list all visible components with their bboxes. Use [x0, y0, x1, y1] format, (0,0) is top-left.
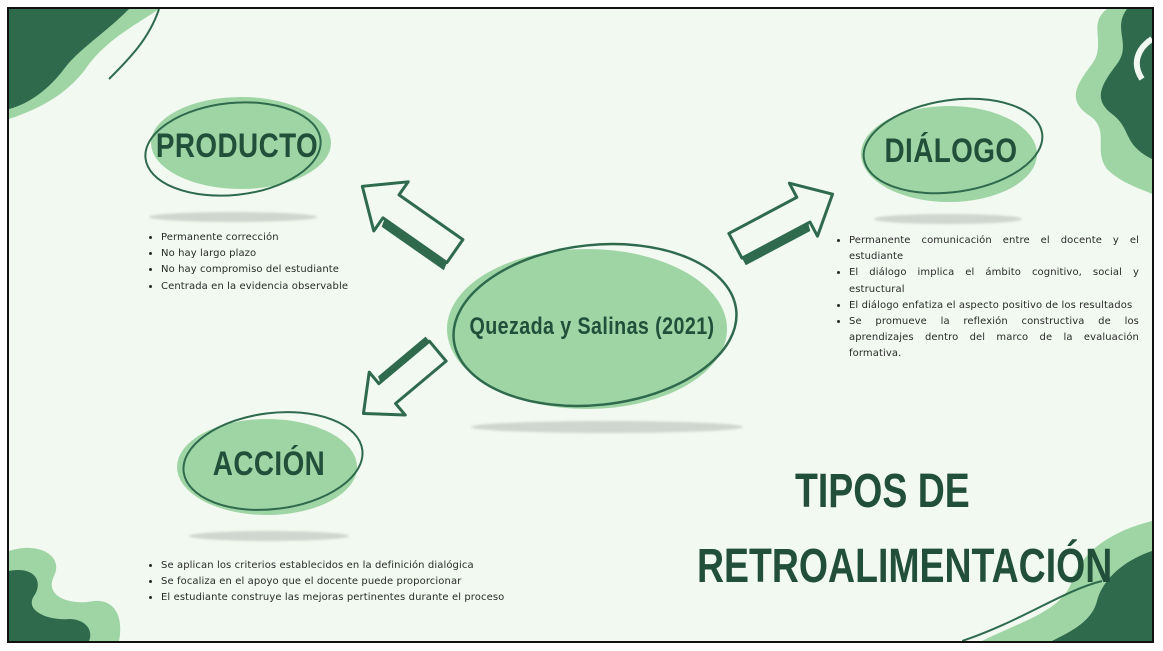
title-line-1: TIPOS DE — [795, 465, 970, 518]
accion-ellipse — [177, 411, 364, 515]
dialogo-shadow — [874, 214, 1022, 224]
producto-node: PRODUCTO — [137, 91, 337, 201]
dialogo-node: DIÁLOGO — [851, 94, 1051, 209]
producto-ellipse — [144, 97, 331, 197]
center-node: Quezada y Salinas (2021) — [437, 237, 747, 417]
accion-item: Se focaliza en el apoyo que el docente p… — [161, 574, 561, 590]
center-ellipse — [447, 242, 738, 409]
dialogo-list: Permanente comunicación entre el docente… — [835, 233, 1139, 363]
producto-item: Centrada en la evidencia observable — [161, 279, 421, 295]
arrow-to-accion — [361, 336, 448, 417]
accion-shadow — [189, 531, 349, 541]
bottom-right-wave-decoration — [962, 521, 1152, 641]
dialogo-item: El diálogo enfatiza el aspecto positivo … — [849, 298, 1139, 314]
producto-item: No hay largo plazo — [161, 246, 421, 262]
accion-node: ACCIÓN — [169, 407, 369, 522]
producto-shadow — [149, 212, 317, 222]
dialogo-label: DIÁLOGO — [884, 132, 1018, 170]
dialogo-item: El diálogo implica el ámbito cognitivo, … — [849, 265, 1139, 297]
center-shadow — [471, 421, 743, 433]
dialogo-item: Permanente comunicación entre el docente… — [849, 233, 1139, 265]
dialogo-ellipse — [861, 97, 1044, 202]
slide-canvas: PRODUCTO DIÁLOGO ACCIÓN Quezada y Salina… — [7, 7, 1154, 643]
center-label: Quezada y Salinas (2021) — [469, 313, 715, 340]
producto-label: PRODUCTO — [155, 126, 319, 165]
top-right-wave-decoration — [1075, 9, 1152, 194]
title-line-2: RETROALIMENTACIÓN — [697, 540, 1113, 593]
accion-list: Se aplican los criterios establecidos en… — [147, 558, 561, 607]
top-left-wave-decoration — [9, 9, 160, 119]
producto-list: Permanente corrección No hay largo plazo… — [147, 230, 421, 295]
bottom-left-wave-decoration — [9, 547, 121, 641]
producto-item: Permanente corrección — [161, 230, 421, 246]
arrow-to-producto — [360, 180, 465, 271]
arrow-to-dialogo — [727, 181, 835, 265]
accion-item: Se aplican los criterios establecidos en… — [161, 558, 561, 574]
accion-item: El estudiante construye las mejoras pert… — [161, 590, 561, 606]
dialogo-item: Se promueve la reflexión constructiva de… — [849, 314, 1139, 363]
producto-item: No hay compromiso del estudiante — [161, 262, 421, 278]
accion-label: ACCIÓN — [212, 445, 326, 483]
